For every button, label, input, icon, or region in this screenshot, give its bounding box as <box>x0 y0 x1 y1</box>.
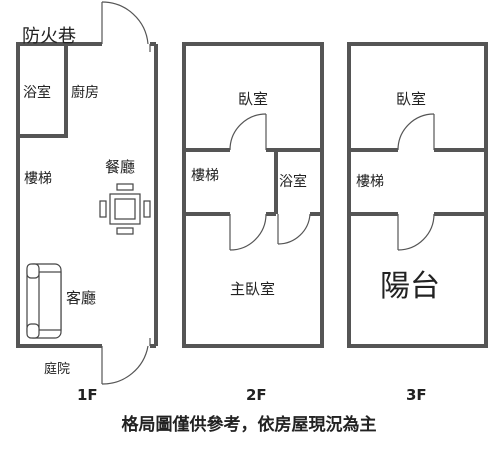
floor-2-plan: 臥室 樓梯 浴室 主臥室 2F <box>182 42 324 404</box>
f1-floor-label: 1F <box>77 386 98 404</box>
f1-wall-top-left <box>16 42 102 348</box>
f2-bedroom-label: 臥室 <box>238 90 268 108</box>
sofa-icon <box>26 263 62 339</box>
alley-label: 防火巷 <box>22 26 76 47</box>
courtyard-label: 庭院 <box>44 361 70 377</box>
f3-door-balcony-arc <box>397 213 435 251</box>
f1-bathroom-label: 浴室 <box>23 84 51 101</box>
f3-balcony-label: 陽台 <box>380 269 440 304</box>
f3-floor-label: 3F <box>406 386 427 404</box>
floor-1-plan: 防火巷 浴室 廚房 樓梯 餐廳 客廳 庭院 1F <box>16 1 158 404</box>
f1-dining-label: 餐廳 <box>105 158 135 176</box>
floor-3-plan: 臥室 樓梯 陽台 3F <box>347 42 488 404</box>
f3-bedroom-label: 臥室 <box>396 90 426 108</box>
f1-bathroom-wall <box>18 78 68 138</box>
f2-door-bath-arc <box>277 213 311 245</box>
footer-disclaimer: 格局圖僅供參考，依房屋現況為主 <box>122 414 377 435</box>
f3-stairs-label: 樓梯 <box>356 174 384 190</box>
f2-master-label: 主臥室 <box>230 280 275 298</box>
f3-outer-wall <box>347 42 488 348</box>
f2-stairs-label: 樓梯 <box>191 168 219 184</box>
f1-living-label: 客廳 <box>66 289 96 307</box>
f2-door-bedroom-arc <box>229 113 267 151</box>
f3-door-bedroom-arc <box>397 113 435 151</box>
dining-table-icon <box>99 183 151 235</box>
f1-stairs-label: 樓梯 <box>24 171 52 187</box>
f1-door-bottom-arc <box>101 345 149 385</box>
f1-kitchen-label: 廚房 <box>71 84 99 101</box>
f1-door-top-arc <box>101 1 149 45</box>
f2-floor-label: 2F <box>246 386 267 404</box>
f2-bathroom-label: 浴室 <box>279 173 307 190</box>
f2-door-master-arc <box>229 213 267 251</box>
f2-outer-wall <box>182 42 324 348</box>
